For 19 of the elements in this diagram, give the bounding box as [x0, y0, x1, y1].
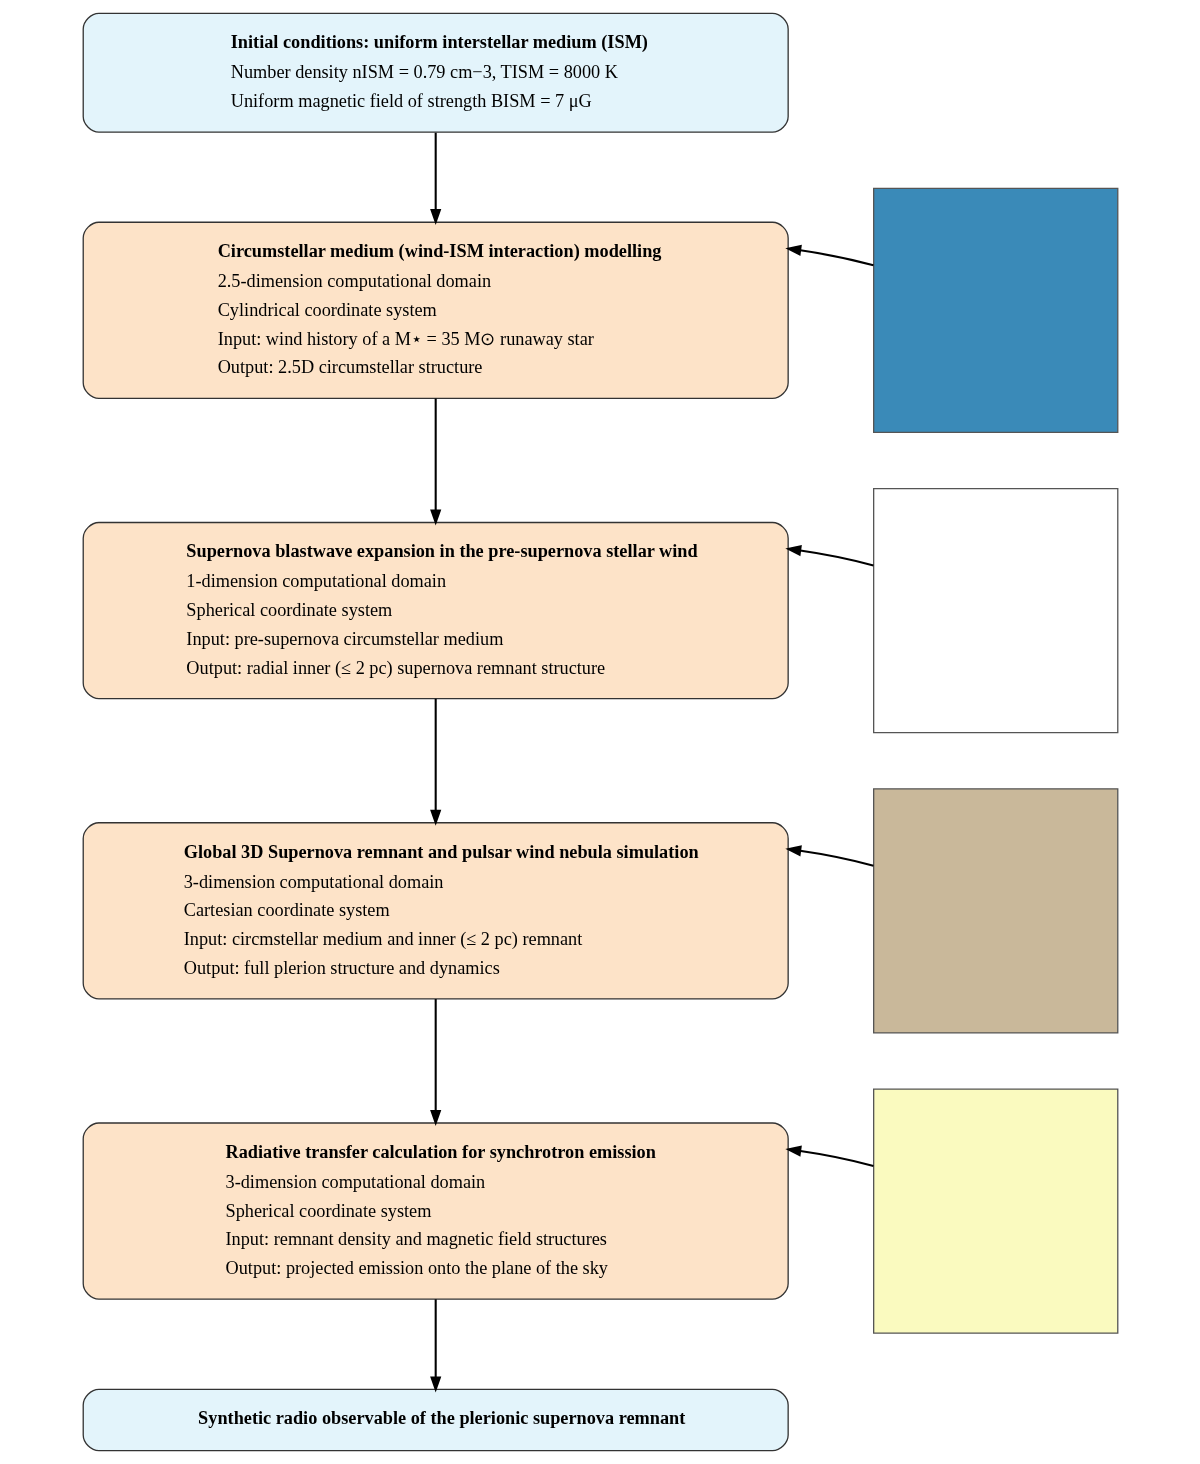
- arrow: [784, 1145, 874, 1167]
- node-box: [872, 187, 1118, 434]
- arrow: [784, 545, 874, 567]
- arrow: [429, 1299, 441, 1393]
- node-box: Supernova blastwave expansion in the pre-supernova stellar wind 1-dimension computational domain Spherical coordinate system Input: pre-supernova circumstellar medium Output: radial inner (≤ 2 pc) supernova remnant structure: [82, 521, 789, 700]
- arrow: [784, 845, 874, 867]
- node-box: [872, 1088, 1118, 1334]
- arrow: [429, 132, 441, 225]
- node-box: Radiative transfer calculation for synchrotron emission 3-dimension computational domain Spherical coordinate system Input: remnant density and magnetic field structures Output: projected emission onto the plane of the sky: [82, 1122, 789, 1300]
- node-box: Initial conditions: uniform interstellar medium (ISM) Number density nISM = 0.79 cm−3, TISM = 8000 K Uniform magnetic field of strength BISM = 7 μG: [82, 12, 789, 133]
- arrow: [429, 999, 441, 1126]
- arrow: [429, 698, 441, 826]
- node-box: Global 3D Supernova remnant and pulsar wind nebula simulation 3-dimension computational domain Cartesian coordinate system Input: circmstellar medium and inner (≤ 2 pc) remnant Output: full plerion structure and dynamics: [82, 822, 789, 1000]
- node-box: Circumstellar medium (wind-ISM interaction) modelling 2.5-dimension computational domain Cylindrical coordinate system Input: wind history of a M⋆ = 35 M⊙ runaway star Output: 2.5D circumstellar structure: [82, 221, 789, 400]
- node-box: Synthetic radio observable of the plerionic supernova remnant: [82, 1388, 789, 1452]
- node-box: [872, 788, 1118, 1034]
- arrow: [784, 244, 874, 267]
- arrow: [429, 398, 441, 526]
- node-box: [872, 487, 1118, 734]
